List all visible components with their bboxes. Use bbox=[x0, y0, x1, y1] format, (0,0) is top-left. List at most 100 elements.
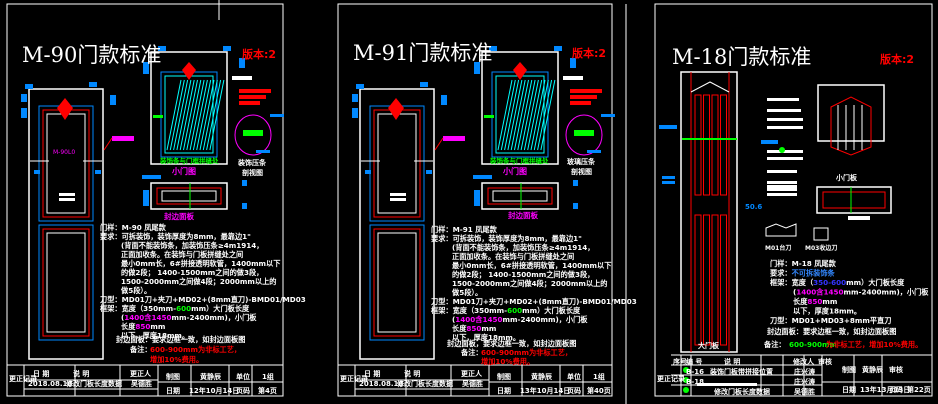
spec-line: 框架：宽度（350mm-600mm）大门板长度 bbox=[100, 304, 250, 313]
hatch-line bbox=[202, 79, 218, 151]
small-door-outline bbox=[481, 51, 559, 165]
hatch-line bbox=[537, 79, 553, 151]
knife-profile bbox=[765, 223, 797, 237]
flute-panel bbox=[694, 214, 702, 346]
marker-dot bbox=[779, 147, 785, 153]
hatch-line bbox=[500, 79, 516, 151]
callout-tag bbox=[767, 170, 797, 173]
unit-value: 1组 bbox=[262, 372, 274, 381]
version-label: 版本:2 bbox=[572, 46, 606, 60]
dimension-tag bbox=[352, 94, 358, 102]
flute-panel bbox=[703, 214, 710, 346]
spec-line: 的做2段； 1400-1500mm之间的做3段， bbox=[121, 268, 263, 277]
spec-line: 门样：M-18 凤尾款 bbox=[770, 259, 837, 268]
small-door-caption: 小门图 bbox=[502, 166, 527, 176]
spec-line: 门样：M-90 凤尾款 bbox=[100, 223, 167, 232]
detail-caption: 剖视图 bbox=[571, 167, 592, 176]
drawer-value: 黄静辰 bbox=[200, 372, 222, 381]
sheet-m90: M-90门款标准 版本:2 M-90L0 装饰条与门框拼缝处 小门图 装饰压条 … bbox=[9, 43, 306, 395]
section-red bbox=[487, 187, 553, 205]
flute-panel bbox=[711, 94, 719, 196]
small-door-panel bbox=[830, 96, 872, 156]
spec-notes: 门样：M-90 凤尾款要求：可拆装饰，装饰厚度为8mm，最靠边1"(背面不能装饰… bbox=[100, 223, 306, 340]
remark-text: 增加10%费用。 bbox=[481, 357, 534, 366]
spec-text: 宽度（350mm- bbox=[121, 304, 177, 313]
dimension-tag bbox=[473, 175, 492, 179]
desc-header: 说 明 bbox=[404, 369, 420, 378]
spec-text: 长度 bbox=[121, 322, 136, 331]
hatch-line bbox=[510, 79, 526, 151]
flute-panel bbox=[720, 214, 727, 346]
spec-text: 1500-2000mm之间做4段；2000mm以上的 bbox=[452, 279, 607, 288]
spec-text: ( bbox=[452, 315, 455, 324]
spec-line: 正面加收条。在装饰与门板拼缝处之间 bbox=[121, 250, 243, 259]
record-label: 更正记录 bbox=[9, 374, 37, 383]
sheet-title: M-91门款标准 bbox=[353, 41, 492, 65]
spec-text: 以下，厚度18mm。 bbox=[452, 333, 520, 342]
code-value: B-16 bbox=[686, 368, 704, 376]
sheet-border bbox=[654, 3, 933, 397]
handle-mark bbox=[59, 193, 75, 196]
hatch-line bbox=[166, 79, 182, 151]
spec-text: MD01刀+夹刀+MD02+(8mm直刀)-BMD01/MD03 bbox=[453, 297, 637, 306]
hatch-line bbox=[199, 79, 215, 151]
unit-value: 1组 bbox=[593, 372, 605, 381]
dimension-label: 50.6 bbox=[745, 203, 762, 211]
callout-tag bbox=[112, 136, 134, 141]
person-value: 吴德胜 bbox=[131, 379, 152, 388]
joint-mark bbox=[153, 115, 163, 118]
edge-panel-note: 封边面板，要求边框一致，如封边面板图 bbox=[447, 339, 576, 348]
spec-text: 的做2段； 1400-1500mm之间的做3段， bbox=[121, 268, 263, 277]
spec-line: (背面不能装饰条，加装饰压条≥4m1914， bbox=[121, 241, 263, 250]
hatch-line bbox=[183, 79, 198, 151]
status-dot bbox=[683, 367, 689, 373]
desc-header: 说 明 bbox=[724, 357, 740, 366]
spec-line: 长度850mm bbox=[121, 322, 165, 331]
spec-text: ( bbox=[793, 288, 796, 297]
spec-notes: 门样：M-91 凤尾款要求：可拆装饰，装饰厚度为8mm，最靠边1"(背面不能装饰… bbox=[431, 225, 637, 342]
callout-tag bbox=[767, 188, 797, 191]
hatch-line bbox=[517, 79, 533, 151]
drawer-header: 制图 bbox=[497, 372, 511, 381]
joint-mark bbox=[484, 115, 494, 118]
big-door-outline bbox=[28, 88, 104, 360]
desc-header: 说 明 bbox=[73, 369, 89, 378]
code-header: 编 号 bbox=[686, 357, 702, 366]
no-header: 序号 bbox=[672, 357, 687, 366]
status-dot bbox=[683, 377, 689, 383]
spec-line: 刀型：MD01刀+夹刀+MD02+(8mm直刀)-BMD01/MD03 bbox=[100, 295, 306, 304]
leader-line bbox=[434, 137, 444, 151]
dimension-tag bbox=[270, 114, 284, 117]
small-door-note: 装饰条与门框拼缝处 bbox=[159, 156, 219, 165]
hatch-line bbox=[504, 79, 520, 151]
detail-hatch bbox=[574, 130, 594, 136]
spec-line: (1400含1450mm-2400mm)，小门板 bbox=[793, 288, 929, 297]
handle-mark bbox=[390, 193, 406, 196]
hatch-line bbox=[514, 79, 529, 151]
hatch-line bbox=[540, 79, 556, 151]
desc-value: 修改门板长度数据 bbox=[713, 387, 770, 396]
date2-header: 日期 bbox=[842, 385, 856, 394]
flute-panel bbox=[720, 94, 727, 196]
date-header: 日 期 bbox=[33, 369, 49, 378]
section-outline bbox=[816, 186, 892, 214]
person-header: 更正人 bbox=[130, 369, 152, 378]
person-value: 庄兴涛 bbox=[794, 367, 815, 376]
spec-label: 要求： bbox=[431, 234, 453, 243]
big-door-outline bbox=[680, 71, 738, 353]
spec-text2: mm bbox=[481, 324, 496, 333]
big-door-outline bbox=[359, 88, 435, 360]
spec-hl2: 850 bbox=[807, 297, 822, 306]
spec-text: MD01+MD03+8mm平直刀 bbox=[792, 316, 892, 325]
dimension-tag bbox=[143, 190, 149, 206]
section-outline bbox=[150, 182, 228, 210]
section-red bbox=[822, 191, 886, 209]
small-door-note: 装饰条与门框拼缝处 bbox=[489, 156, 549, 165]
spec-text: 做5段）。 bbox=[120, 286, 151, 295]
title-block: 更正记录 序号 编 号 说 明 修改人 审核 B-16 装饰门板带拼接位置 庄兴… bbox=[657, 357, 931, 396]
sheet-m91: M-91门款标准 版本:2 装饰条与门框拼缝处 小门图 玻璃压条 剖视图 封边面… bbox=[340, 41, 637, 395]
spec-label: 门样： bbox=[431, 225, 453, 234]
flute-panel bbox=[703, 94, 710, 196]
callout-tag bbox=[570, 89, 602, 93]
spec-text: ( bbox=[121, 313, 124, 322]
